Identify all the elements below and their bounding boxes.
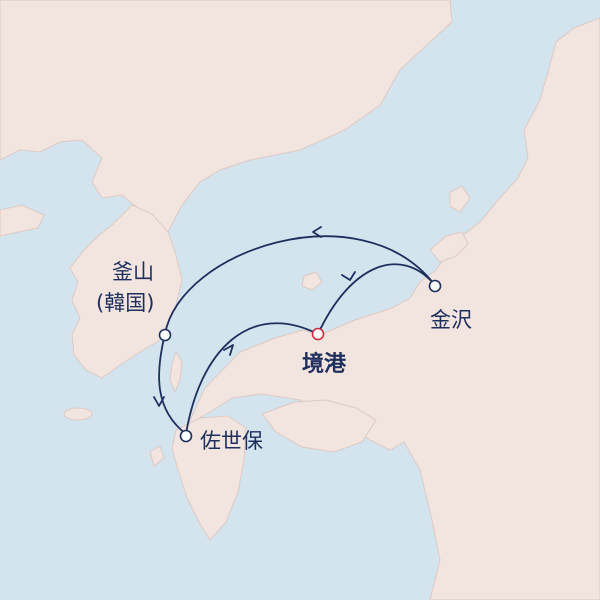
arrow-icon xyxy=(312,226,322,238)
routes xyxy=(158,235,435,435)
route-busan-kanazawa xyxy=(164,235,435,335)
direction-arrows xyxy=(153,226,356,407)
kyushu xyxy=(171,415,247,541)
port-marker-sasebo xyxy=(179,429,193,443)
noto-peninsula xyxy=(429,231,469,263)
port-marker-sakaiminato xyxy=(311,327,325,341)
shikoku xyxy=(261,399,377,453)
arrow-icon xyxy=(223,344,234,356)
shandong-peninsula xyxy=(0,204,45,237)
route-sakaiminato-sasebo xyxy=(185,322,319,435)
jeju-island xyxy=(63,407,93,421)
arrow-icon xyxy=(153,396,165,407)
label-busan: 釜山 xyxy=(112,260,154,284)
arrow-icon xyxy=(341,271,356,281)
label-kanazawa: 金沢 xyxy=(430,308,472,332)
port-marker-kanazawa xyxy=(428,279,442,293)
korean-peninsula xyxy=(69,204,183,379)
route-kanazawa-sakaiminato xyxy=(317,263,435,335)
label-sasebo: 佐世保 xyxy=(200,429,263,453)
oki-islands xyxy=(301,271,323,291)
route-sasebo-busan xyxy=(158,333,187,435)
tsushima-island xyxy=(169,350,183,394)
label-sakaiminato: 境港 xyxy=(302,352,347,377)
sado-island xyxy=(449,185,471,213)
goto-islands xyxy=(149,445,165,467)
label-busan-country: (韓国) xyxy=(96,291,155,315)
honshu xyxy=(186,17,600,600)
port-marker-busan xyxy=(158,328,172,342)
